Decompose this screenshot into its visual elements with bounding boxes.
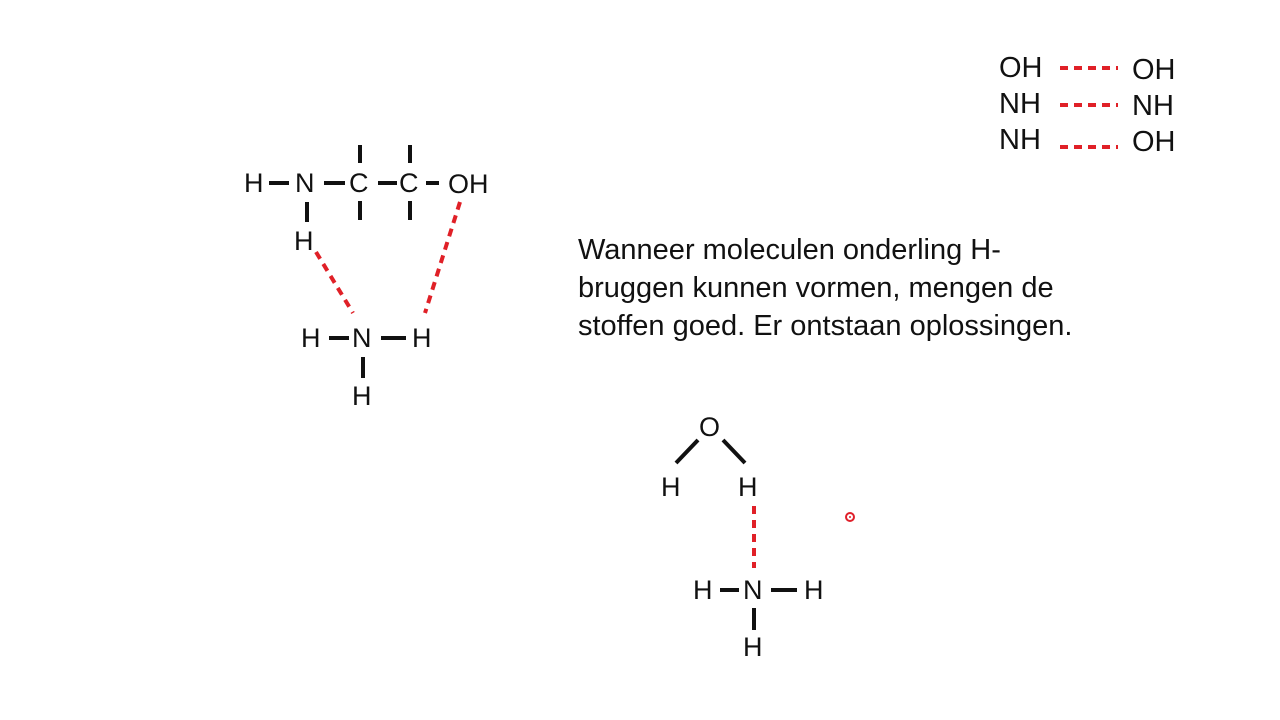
caption-line-3: stoffen goed. Er ontstaan oplossingen. — [578, 310, 1073, 342]
atom-c1-aminoethanol: C — [349, 168, 369, 198]
atom-n-ammonia-top: N — [352, 323, 372, 353]
legend-pair-1-right: OH — [1132, 54, 1176, 86]
pointer-cursor-icon — [845, 512, 855, 522]
atom-h-water-right: H — [738, 472, 758, 502]
atom-n-aminoethanol: N — [295, 168, 315, 198]
atom-h-ammonia-top-right: H — [412, 323, 432, 353]
caption-line-1: Wanneer moleculen onderling H- — [578, 234, 1001, 266]
atom-n-ammonia-bottom: N — [743, 575, 763, 605]
hbond-h-n — [314, 250, 355, 315]
atom-h-aminoethanol-below: H — [294, 226, 314, 256]
atom-o-water: O — [699, 412, 721, 442]
legend-pair-3-left: NH — [999, 124, 1041, 156]
atom-h-ammonia-bottom-right: H — [804, 575, 824, 605]
atom-c2-aminoethanol: C — [399, 168, 419, 198]
legend-pair-3-right: OH — [1132, 126, 1176, 158]
atom-oh-aminoethanol: OH — [448, 169, 489, 199]
explanation-caption: Wanneer moleculen onderling H- bruggen k… — [578, 231, 1158, 345]
atom-h-ammonia-bottom-left: H — [693, 575, 713, 605]
hbond-oh-h — [423, 201, 462, 314]
atom-h-ammonia-top-below: H — [352, 381, 372, 411]
bond-water-right — [721, 438, 747, 465]
bond-water-left — [674, 438, 700, 465]
atom-h-ammonia-top-left: H — [301, 323, 321, 353]
legend-pair-2-left: NH — [999, 88, 1041, 120]
atom-h-aminoethanol-left: H — [244, 168, 264, 198]
atom-h-water-left: H — [661, 472, 681, 502]
legend-pair-1-left: OH — [999, 52, 1043, 84]
legend-pair-2-right: NH — [1132, 90, 1174, 122]
caption-line-2: bruggen kunnen vormen, mengen de — [578, 272, 1054, 304]
atom-h-ammonia-bottom-below: H — [743, 632, 763, 662]
